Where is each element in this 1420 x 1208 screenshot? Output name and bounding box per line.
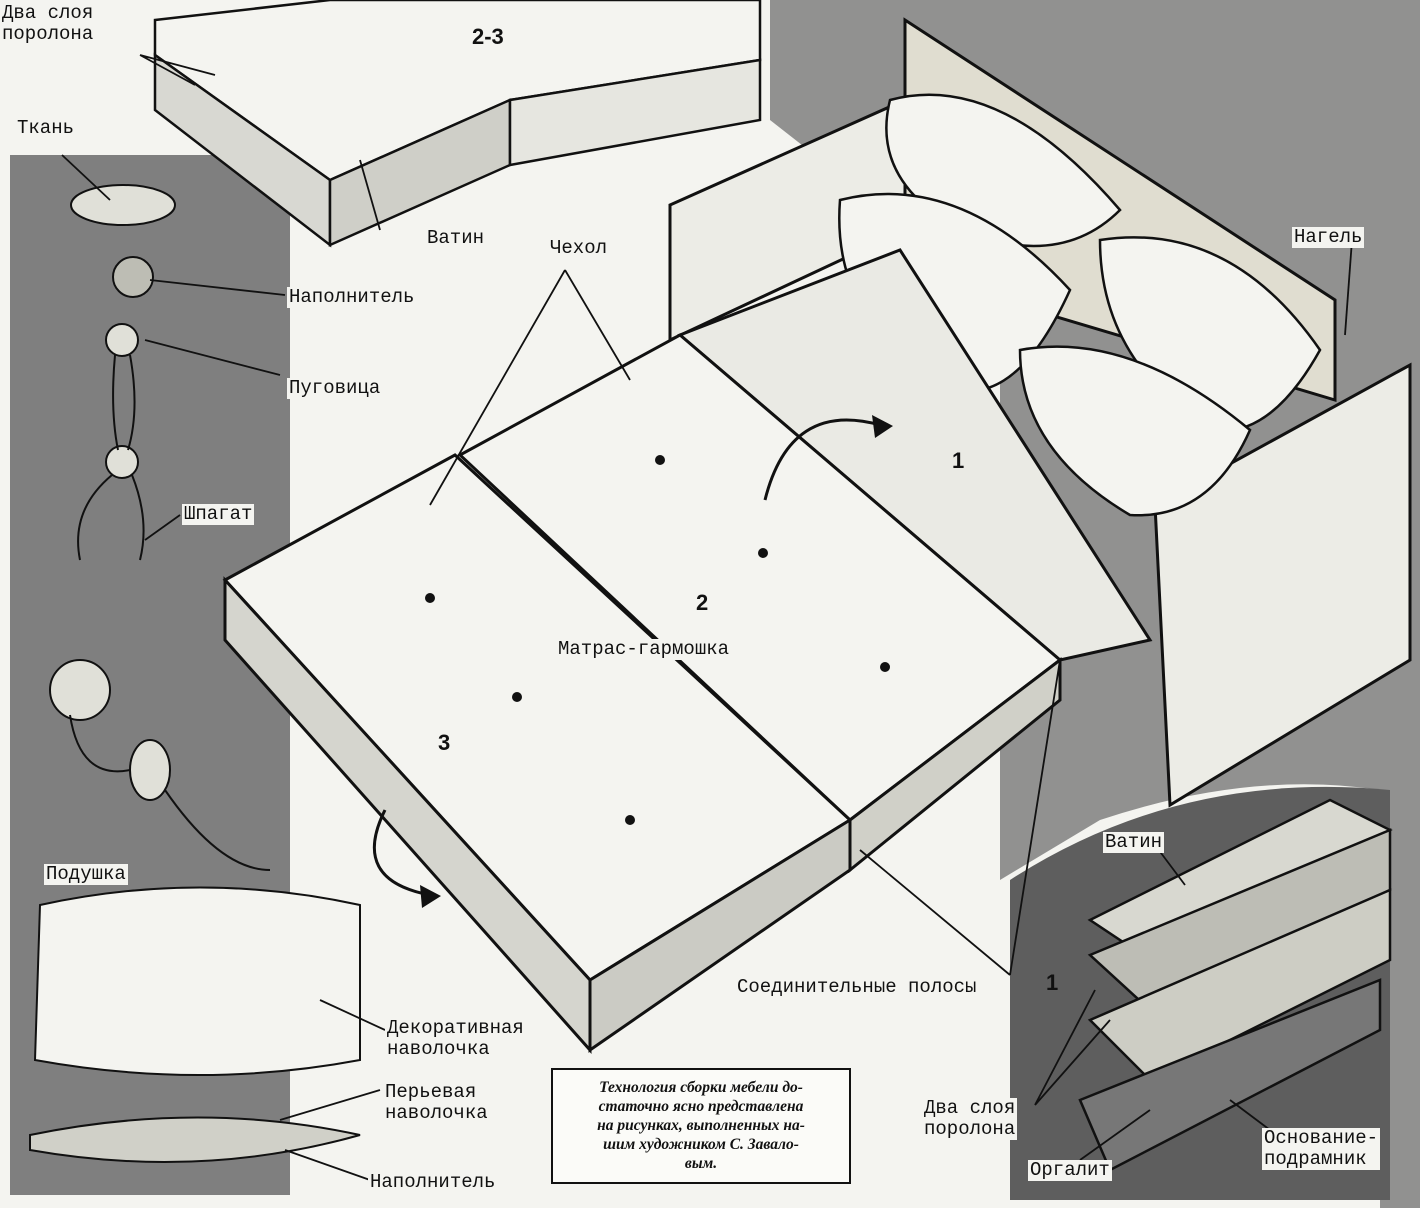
- label-decorative-pillowcase: Декоративная наволочка: [385, 1017, 526, 1060]
- label-mattress: Матрас-гармошка: [556, 638, 732, 660]
- foam-slab-detail: [153, 0, 762, 248]
- small-items: [29, 184, 361, 1163]
- label-button: Пуговица: [287, 377, 383, 399]
- layers-detail: [1078, 798, 1393, 1172]
- label-cover: Чехол: [548, 237, 610, 259]
- fold-arrows: [372, 418, 881, 897]
- label-connecting-strips: Соединительные полосы: [735, 976, 979, 998]
- caption-box: Технология сборки мебели до- статочно яс…: [551, 1068, 851, 1184]
- number-2: 2: [696, 590, 709, 615]
- number-1-top: 1: [952, 448, 965, 473]
- label-fabric: Ткань: [15, 117, 77, 139]
- label-filler-1: Наполнитель: [287, 286, 417, 308]
- leader-lines: [61, 54, 1353, 1181]
- number-2-3: 2-3: [472, 24, 504, 49]
- label-feather-pillowcase: Перьевая наволочка: [383, 1081, 490, 1124]
- label-dowel: Нагель: [1292, 226, 1365, 248]
- label-fiberboard: Оргалит: [1028, 1159, 1112, 1181]
- arrow-head-top: [872, 415, 893, 438]
- label-twine: Шпагат: [182, 503, 255, 525]
- tufts: [425, 455, 890, 825]
- label-batting-top: Ватин: [425, 227, 487, 249]
- mattress: [222, 248, 1153, 1054]
- label-batting-bottom: Ватин: [1103, 831, 1165, 853]
- label-filler-2: Наполнитель: [368, 1171, 498, 1193]
- label-base-frame: Основание- подрамник: [1262, 1127, 1381, 1170]
- label-pillow: Подушка: [44, 863, 128, 885]
- sofa-pillows: [838, 93, 1322, 517]
- label-two-layers-foam-bottom: Два слоя поролона: [922, 1097, 1018, 1140]
- number-1-bottom: 1: [1046, 970, 1059, 995]
- number-3: 3: [438, 730, 451, 755]
- label-two-layers-foam-top: Два слоя поролона: [0, 2, 96, 45]
- arrow-head-bottom: [420, 885, 441, 908]
